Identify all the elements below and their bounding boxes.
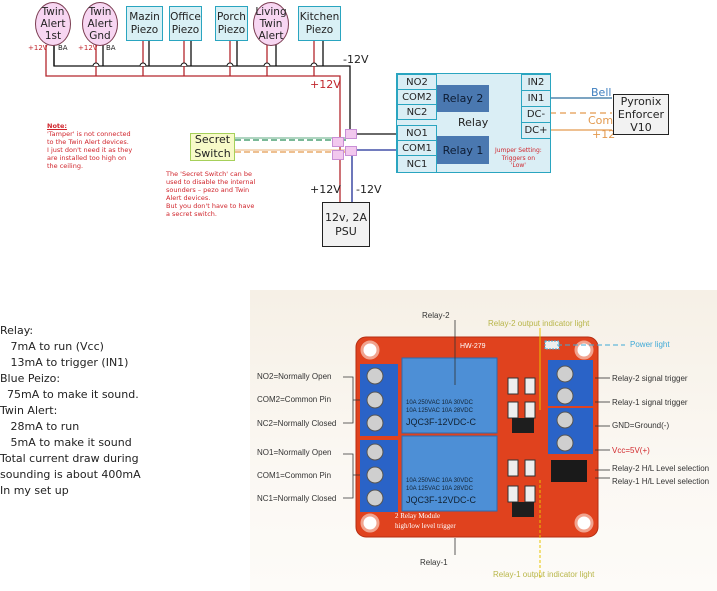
- relay1-marking-2: 10A 125VAC 10A 28VDC: [406, 486, 473, 492]
- psu-neg-label: -12V: [356, 183, 382, 196]
- pin-no2: NO2: [397, 74, 437, 90]
- pin-dc-plus: DC+: [521, 122, 551, 139]
- label-nc2: NC2=Normally Closed: [257, 419, 337, 428]
- relay1-label: Relay-1: [420, 558, 448, 567]
- board-model-text: HW-279: [460, 343, 486, 350]
- pin-com2: COM2: [397, 89, 437, 105]
- sounder-kitchen-piezo: Kitchen Piezo: [298, 6, 341, 41]
- tamper-note: Note: 'Tamper' is not connected to the T…: [47, 114, 132, 178]
- relay1-marking-3: JQC3F-12VDC-C: [406, 495, 477, 505]
- relay2-label: Relay-2: [422, 311, 450, 320]
- tamper-note-body: 'Tamper' is not connected to the Twin Al…: [47, 130, 133, 170]
- stat-line: 13mA to trigger (IN1): [0, 356, 129, 369]
- relay2-indicator-label: Relay-2 output indicator light: [488, 319, 590, 328]
- mount-hole-tl: [360, 340, 380, 360]
- plus12-label: +12: [592, 128, 616, 141]
- pin-no1: NO1: [397, 125, 437, 141]
- pin-in2: IN2: [521, 74, 551, 91]
- neg-rail-label: -12V: [343, 53, 369, 66]
- secret-switch: Secret Switch: [190, 133, 235, 161]
- stat-line: 5mA to make it sound: [0, 436, 132, 449]
- label-com1: COM1=Common Pin: [257, 471, 332, 480]
- relay1-indicator-label: Relay-1 output indicator light: [493, 570, 595, 579]
- tamper-note-title: Note:: [47, 122, 68, 130]
- pin-nc2: NC2: [397, 104, 437, 120]
- label-vcc: Vcc=5V(+): [612, 446, 650, 455]
- label-com2: COM2=Common Pin: [257, 395, 332, 404]
- stat-line: Twin Alert:: [0, 404, 58, 417]
- board-bottom-text-2: high/low level trigger: [395, 522, 456, 530]
- label-in1: Relay-1 signal trigger: [612, 398, 688, 407]
- stat-line: 75mA to make it sound.: [0, 388, 139, 401]
- label-no2: NO2=Normally Open: [257, 372, 332, 381]
- neg-drops: [53, 40, 324, 66]
- junction-3: [332, 137, 344, 147]
- label-gnd: GND=Ground(-): [612, 421, 670, 430]
- relay-1-body: [401, 435, 498, 512]
- label-s1: Relay-1 H/L Level selection: [612, 477, 710, 486]
- pin-com1: COM1: [397, 140, 437, 156]
- power-light-label: Power light: [630, 340, 670, 349]
- label-nc1: NC1=Normally Closed: [257, 494, 337, 503]
- relay-module: NO2 COM2 NC2 NO1 COM1 NC1 Relay 2 Relay …: [396, 73, 551, 173]
- relay-board-photo: HW-279 2 Relay Module high/low level tri…: [250, 290, 717, 591]
- junction-2: [345, 146, 357, 156]
- relay1-marking-1: 10A 250VAC 10A 30VDC: [406, 478, 473, 484]
- pin-in1: IN1: [521, 90, 551, 107]
- mount-hole-br: [574, 513, 594, 533]
- label-s2: Relay-2 H/L Level selection: [612, 464, 710, 473]
- stat-line: In my set up: [0, 484, 69, 497]
- psu-neg-wire: [351, 149, 396, 208]
- relay-board-illustration: [343, 320, 625, 580]
- relay2-marking-3: JQC3F-12VDC-C: [406, 417, 477, 427]
- stat-line: Relay:: [0, 324, 34, 337]
- jumper-block: [551, 460, 587, 482]
- stat-line: Blue Peizo:: [0, 372, 61, 385]
- relay-title: Relay: [458, 116, 489, 129]
- terminal-label-plus12-1: +12V: [28, 44, 48, 52]
- terminal-label-ba-2: BA: [106, 44, 116, 52]
- relay-1-block: Relay 1: [437, 136, 489, 164]
- pin-nc1: NC1: [397, 155, 437, 173]
- secret-switch-note: The 'Secret Switch' can be used to disab…: [166, 170, 256, 218]
- relay-2-body: [401, 357, 498, 434]
- stat-line: sounding is about 400mA: [0, 468, 141, 481]
- board-bottom-text-1: 2 Relay Module: [395, 512, 441, 520]
- current-draw-notes: Relay: 7mA to run (Vcc) 13mA to trigger …: [0, 323, 141, 499]
- relay2-marking-1: 10A 250VAC 10A 30VDC: [406, 400, 473, 406]
- stat-line: 7mA to run (Vcc): [0, 340, 104, 353]
- junction-4: [332, 150, 344, 160]
- relay2-marking-2: 10A 125VAC 10A 28VDC: [406, 408, 473, 414]
- stat-line: 28mA to run: [0, 420, 80, 433]
- mount-hole-bl: [360, 513, 380, 533]
- sounder-living-twin-alert: Living Twin Alert: [253, 2, 289, 46]
- sounder-twin-alert-1st: Twin Alert 1st: [35, 2, 71, 46]
- pos-rail-label: +12V: [310, 78, 341, 91]
- pos-drops: [95, 40, 315, 76]
- terminal-label-plus12-2: +12V: [78, 44, 98, 52]
- sounder-office-piezo: Office Piezo: [169, 6, 202, 41]
- junction-1: [345, 129, 357, 139]
- relay-2-block: Relay 2: [437, 85, 489, 112]
- com-label: Com: [588, 114, 614, 127]
- pin-dc-minus: DC-: [521, 106, 551, 123]
- stat-line: Total current draw during: [0, 452, 139, 465]
- jumper-note: Jumper Setting: Triggers on 'Low': [495, 147, 542, 169]
- psu-pos-label: +12V: [310, 183, 341, 196]
- mount-hole-tr: [574, 340, 594, 360]
- pyronix-panel: Pyronix Enforcer V10: [613, 94, 669, 135]
- psu-box: 12v, 2A PSU: [322, 202, 370, 247]
- sounder-mazin-piezo: Mazin Piezo: [126, 6, 163, 41]
- power-light: [544, 340, 560, 350]
- label-no1: NO1=Normally Open: [257, 448, 332, 457]
- sounder-porch-piezo: Porch Piezo: [215, 6, 248, 41]
- sounder-twin-alert-gnd: Twin Alert Gnd: [82, 2, 118, 46]
- terminal-label-ba-1: BA: [58, 44, 68, 52]
- label-in2: Relay-2 signal trigger: [612, 374, 688, 383]
- bell-label: Bell: [591, 86, 612, 99]
